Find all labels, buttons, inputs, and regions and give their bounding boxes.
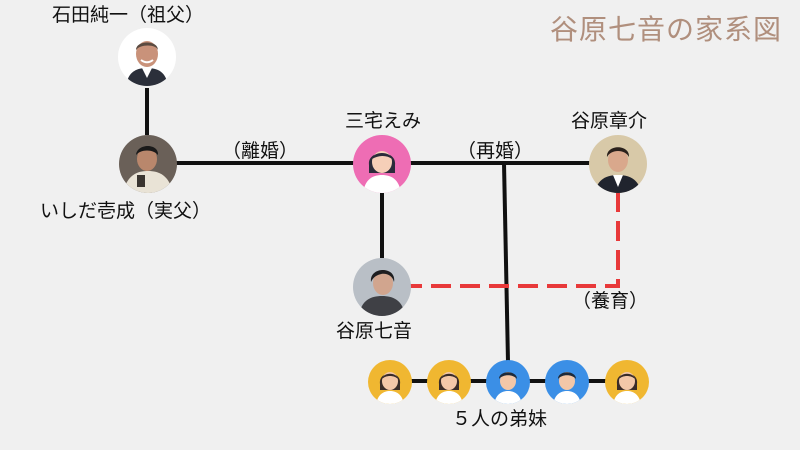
avatar-sibling-2 [427, 360, 471, 404]
label-foster: （養育） [572, 290, 649, 312]
avatar-mother [353, 135, 411, 193]
label-divorce: （離婚） [222, 140, 299, 162]
label-biological-father: いしだ壱成（実父） [40, 200, 212, 222]
label-subject: 谷原七音 [336, 320, 413, 342]
line-remarriage-siblings [502, 162, 510, 363]
avatar-sibling-4 [545, 360, 589, 404]
avatar-sibling-5 [605, 360, 649, 404]
avatar-biological-father [119, 135, 177, 193]
line-foster [410, 192, 620, 288]
avatar-sibling-1 [368, 360, 412, 404]
label-grandfather: 石田純一（祖父） [52, 4, 205, 26]
label-stepfather: 谷原章介 [571, 110, 648, 132]
label-remarriage: （再婚） [457, 140, 534, 162]
avatar-grandfather [118, 28, 176, 86]
diagram-title: 谷原七音の家系図 [549, 13, 782, 46]
avatar-subject [353, 258, 411, 316]
label-siblings: ５人の弟妹 [452, 408, 548, 430]
avatar-stepfather [589, 135, 647, 193]
avatar-sibling-3 [486, 360, 530, 404]
label-mother: 三宅えみ [345, 110, 422, 132]
